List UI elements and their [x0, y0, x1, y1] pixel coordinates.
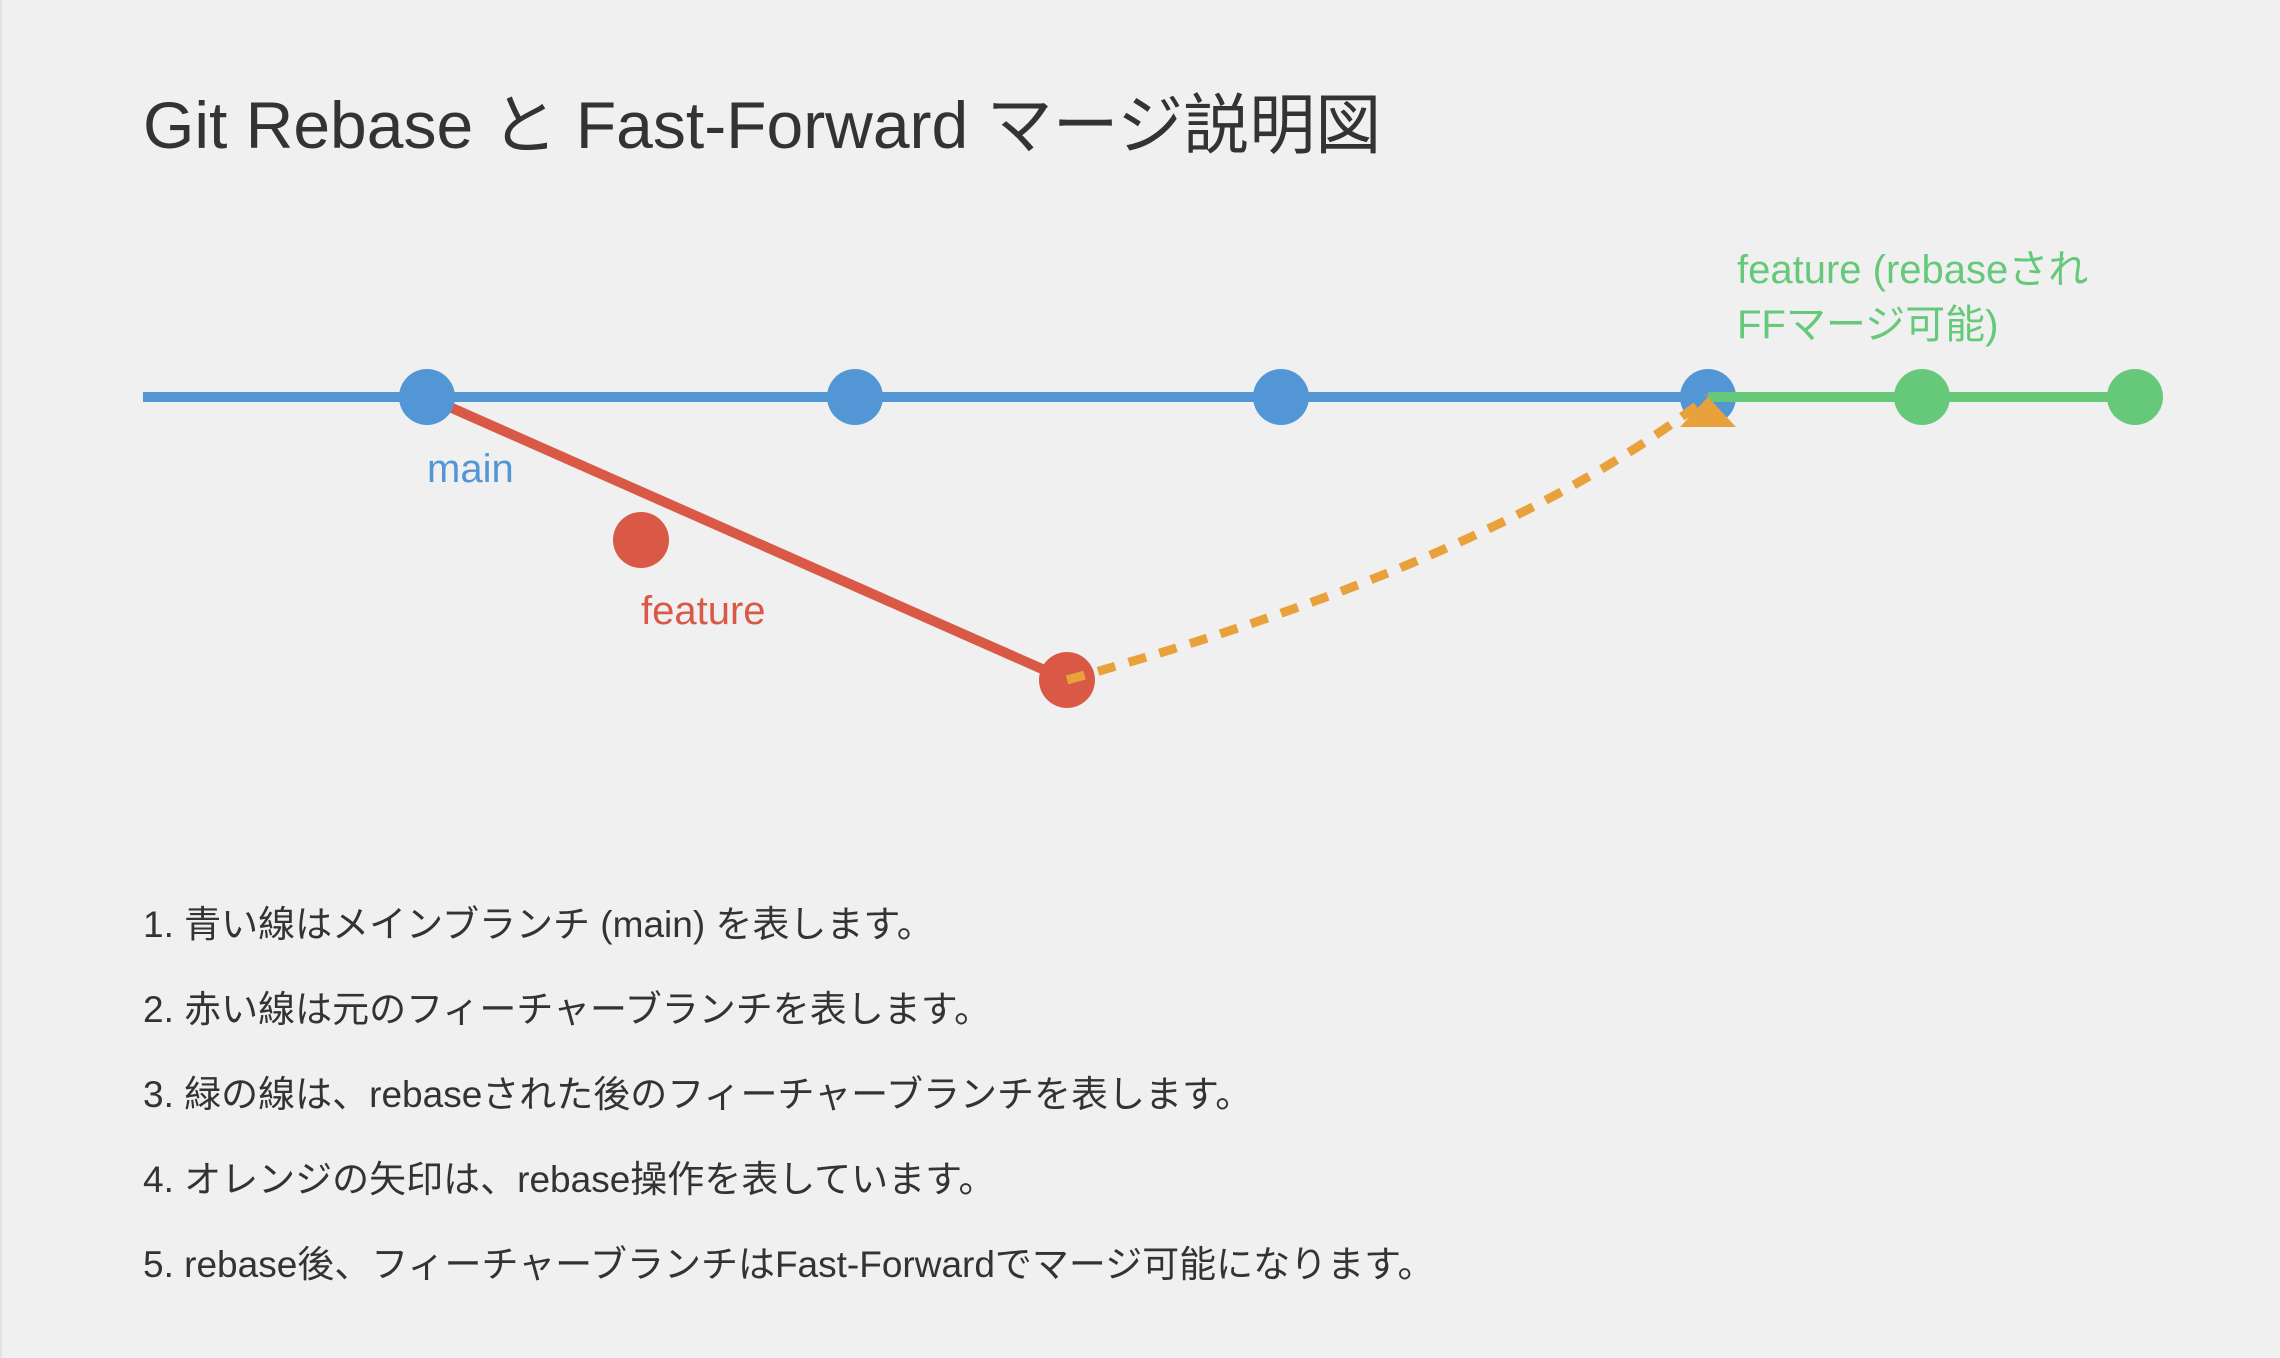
- rebased-commit-1[interactable]: [1894, 369, 1950, 425]
- rebase-arrow-head-icon: [1680, 397, 1736, 427]
- main-commit-3[interactable]: [1253, 369, 1309, 425]
- rebase-arrow-path: [1065, 393, 1711, 685]
- feature-branch-line: [424, 392, 1070, 685]
- main-commit-1[interactable]: [399, 369, 455, 425]
- main-label: main: [427, 447, 514, 491]
- page-title: Git Rebase と Fast-Forward マージ説明図: [143, 88, 1382, 162]
- note-item-4: 4. オレンジの矢印は、rebase操作を表しています。: [143, 1159, 996, 1200]
- rebased-commit-2[interactable]: [2107, 369, 2163, 425]
- note-item-2: 2. 赤い線は元のフィーチャーブランチを表します。: [143, 989, 992, 1030]
- rebased-label-line1: feature (rebaseされ: [1737, 248, 2088, 292]
- note-item-5: 5. rebase後、フィーチャーブランチはFast-Forwardでマージ可能…: [143, 1244, 1435, 1285]
- feature-commit-1[interactable]: [613, 512, 669, 568]
- feature-label: feature: [641, 589, 766, 633]
- explanation-list: 1. 青い線はメインブランチ (main) を表します。 2. 赤い線は元のフィ…: [143, 900, 1434, 1325]
- main-commit-2[interactable]: [827, 369, 883, 425]
- rebased-label-line2: FFマージ可能): [1737, 303, 1998, 347]
- note-item-1: 1. 青い線はメインブランチ (main) を表します。: [143, 904, 934, 945]
- note-item-3: 3. 緑の線は、rebaseされた後のフィーチャーブランチを表します。: [143, 1074, 1253, 1115]
